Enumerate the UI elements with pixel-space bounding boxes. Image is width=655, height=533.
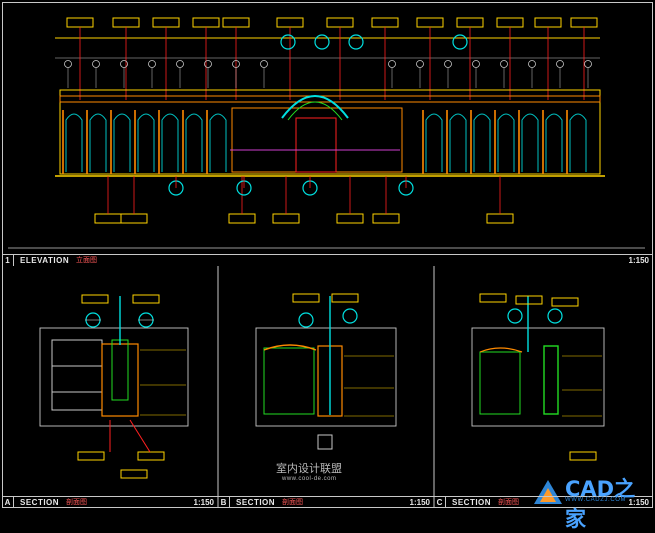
grid-bubble [148, 60, 156, 68]
grid-bubble [176, 60, 184, 68]
section-a-drawing [39, 294, 189, 479]
grid-bubble [416, 60, 424, 68]
section-b-scale: 1:150 [409, 498, 430, 507]
tag-box [486, 213, 514, 224]
section-a-subtitle: 剖面图 [66, 499, 87, 506]
section-c-title-bar: C SECTION 剖面图 1:150 [434, 496, 653, 508]
grid-bubble [444, 60, 452, 68]
elevation-scale: 1:150 [628, 256, 649, 265]
grid-bubble [232, 60, 240, 68]
section-b-subtitle: 剖面图 [282, 499, 303, 506]
tag-box [534, 17, 562, 28]
section-b-title: SECTION [236, 498, 276, 507]
tag-box [276, 17, 304, 28]
tag-box [272, 213, 300, 224]
arch [65, 113, 83, 172]
cad-brand-logo: CAD之家 [565, 477, 636, 531]
tag-box [496, 17, 524, 28]
arch [569, 113, 587, 172]
section-marker [314, 34, 330, 50]
grid-bubble [472, 60, 480, 68]
interior-watermark: 室内设计联盟 [276, 463, 342, 475]
section-c-title: SECTION [452, 498, 492, 507]
grid-bubble [204, 60, 212, 68]
tag-box [416, 17, 444, 28]
section-a-scale: 1:150 [193, 498, 214, 507]
cad-logo-mark [534, 480, 562, 504]
tag-box [192, 17, 220, 28]
elevation-number: 1 [2, 255, 14, 266]
section-marker [348, 34, 364, 50]
tag-box [456, 17, 484, 28]
elevation-title-bar: 1 ELEVATION 立面图 1:150 [2, 254, 653, 266]
grid-bubble [260, 60, 268, 68]
cad-linework [8, 17, 645, 508]
tag-box [326, 17, 354, 28]
grid-bubble [92, 60, 100, 68]
tag-box [94, 213, 122, 224]
section-marker [280, 34, 296, 50]
section-c-drawing [471, 293, 605, 461]
elevation-title: ELEVATION [20, 256, 70, 265]
arch [113, 113, 131, 172]
section-b-letter: B [218, 497, 230, 508]
section-a-letter: A [2, 497, 14, 508]
tag-box [120, 213, 148, 224]
arch [449, 113, 467, 172]
tag-box [336, 213, 364, 224]
arch [545, 113, 563, 172]
arch [473, 113, 491, 172]
grid-bubble [528, 60, 536, 68]
section-b-title-bar: B SECTION 剖面图 1:150 [218, 496, 434, 508]
arch [497, 113, 515, 172]
tag-box [66, 17, 94, 28]
section-c-scale: 1:150 [628, 498, 649, 507]
arch [137, 113, 155, 172]
grid-bubble [584, 60, 592, 68]
arch [161, 113, 179, 172]
section-c-letter: C [434, 497, 446, 508]
interior-watermark-url: www.cool-de.com [282, 476, 337, 482]
arch [425, 113, 443, 172]
grid-bubble [556, 60, 564, 68]
section-b-drawing [255, 293, 397, 450]
tag-box [112, 17, 140, 28]
cad-brand-url: WWW.CADZJ.COM [565, 497, 627, 503]
tag-box [152, 17, 180, 28]
tag-box [371, 17, 399, 28]
section-a-title: SECTION [20, 498, 60, 507]
tag-box [222, 17, 250, 28]
arch [185, 113, 203, 172]
section-a-title-bar: A SECTION 剖面图 1:150 [2, 496, 218, 508]
drawing-frame [2, 2, 653, 508]
tag-box [570, 17, 598, 28]
arch [209, 113, 227, 172]
grid-bubble [120, 60, 128, 68]
section-marker [452, 34, 468, 50]
arch [89, 113, 107, 172]
section-c-subtitle: 剖面图 [498, 499, 519, 506]
tag-box [228, 213, 256, 224]
grid-bubble [500, 60, 508, 68]
arch [521, 113, 539, 172]
tag-box [372, 213, 400, 224]
elevation-drawing [8, 17, 645, 249]
elevation-subtitle: 立面图 [76, 257, 97, 264]
grid-bubble [388, 60, 396, 68]
grid-bubble [64, 60, 72, 68]
